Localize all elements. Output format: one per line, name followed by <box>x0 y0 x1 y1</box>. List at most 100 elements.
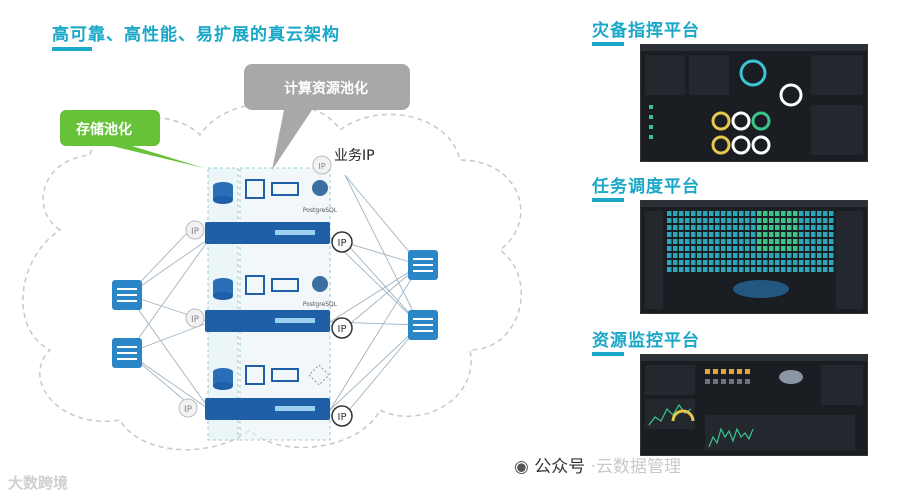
postgresql-icon <box>312 180 328 196</box>
task-cell <box>703 239 708 244</box>
task-cell <box>763 267 768 272</box>
svg-text:计算资源池化: 计算资源池化 <box>284 80 368 97</box>
task-cell <box>787 239 792 244</box>
task-cell <box>703 232 708 237</box>
task-cell <box>763 260 768 265</box>
ip-badge: IP <box>331 405 353 427</box>
task-cell <box>685 232 690 237</box>
watermark-right: ◉ 公众号 ·云数据管理 <box>514 452 681 477</box>
task-cell <box>703 211 708 216</box>
task-cell <box>721 218 726 223</box>
section-title: 任务调度平台 <box>592 177 700 197</box>
task-cell <box>673 225 678 230</box>
task-cell <box>715 239 720 244</box>
task-cell <box>745 211 750 216</box>
task-cell <box>733 218 738 223</box>
server-row-3: IP IP <box>178 364 353 427</box>
task-cell <box>739 225 744 230</box>
task-cell <box>757 232 762 237</box>
task-cell <box>751 232 756 237</box>
task-cell <box>679 211 684 216</box>
task-cell <box>715 225 720 230</box>
task-cell <box>685 218 690 223</box>
task-cell <box>667 246 672 251</box>
architecture-diagram: PostgreSQL IP IP IP PostgreSQL IP IP IP … <box>22 64 523 451</box>
task-cell <box>757 253 762 258</box>
task-cell <box>685 225 690 230</box>
task-cell <box>733 211 738 216</box>
storage-pool-column <box>207 167 239 441</box>
task-cell <box>799 218 804 223</box>
storage-disk-icon <box>213 278 233 300</box>
task-cell <box>739 232 744 237</box>
task-cell <box>697 225 702 230</box>
task-cell <box>679 225 684 230</box>
task-cell <box>793 239 798 244</box>
task-cell <box>745 239 750 244</box>
watermark-left: 大数跨境 <box>8 474 69 492</box>
task-cell <box>811 267 816 272</box>
task-cell <box>763 239 768 244</box>
switch-icon <box>408 250 438 280</box>
task-cell <box>673 218 678 223</box>
task-cell <box>673 246 678 251</box>
task-cell <box>817 246 822 251</box>
task-cell <box>685 239 690 244</box>
task-cell <box>757 218 762 223</box>
task-cell <box>763 218 768 223</box>
task-cell <box>751 218 756 223</box>
task-cell <box>769 246 774 251</box>
task-cell <box>715 260 720 265</box>
task-cell <box>823 232 828 237</box>
svg-text:IP: IP <box>338 324 347 335</box>
task-cell <box>799 239 804 244</box>
task-cell <box>721 211 726 216</box>
task-cell <box>727 211 732 216</box>
task-cell <box>769 211 774 216</box>
task-cell <box>733 246 738 251</box>
task-cell <box>757 260 762 265</box>
task-cell <box>775 267 780 272</box>
task-cell <box>829 232 834 237</box>
task-cell <box>805 211 810 216</box>
task-cell <box>757 225 762 230</box>
task-cell <box>793 260 798 265</box>
task-cell <box>823 253 828 258</box>
task-cell <box>715 253 720 258</box>
task-cell <box>691 246 696 251</box>
task-cell <box>775 239 780 244</box>
task-cell <box>805 267 810 272</box>
task-cell <box>691 232 696 237</box>
svg-text:存储池化: 存储池化 <box>76 121 132 138</box>
gauge-ring <box>731 111 751 131</box>
task-cell <box>727 232 732 237</box>
task-cell <box>787 225 792 230</box>
task-cell <box>751 211 756 216</box>
gauge-ring <box>739 59 767 87</box>
task-cell <box>673 260 678 265</box>
cpu-icon <box>245 275 265 295</box>
task-cell <box>721 232 726 237</box>
task-cell <box>787 246 792 251</box>
task-cell <box>733 239 738 244</box>
task-cell <box>799 232 804 237</box>
task-cell <box>733 267 738 272</box>
svg-text:IP: IP <box>318 162 325 171</box>
task-cell <box>817 239 822 244</box>
task-cell <box>775 211 780 216</box>
task-cell <box>799 267 804 272</box>
task-cell <box>829 225 834 230</box>
task-cell <box>745 267 750 272</box>
svg-text:IP: IP <box>191 227 200 237</box>
task-cell <box>757 239 762 244</box>
task-cell <box>691 225 696 230</box>
task-cell <box>769 260 774 265</box>
gauge-arc <box>671 409 695 422</box>
gauge-ring <box>711 135 731 155</box>
task-cell <box>787 218 792 223</box>
task-cell <box>769 232 774 237</box>
wechat-icon: ◉ <box>514 457 529 477</box>
task-cell <box>799 211 804 216</box>
compute-pool-column <box>239 167 331 441</box>
storage-pool-callout: 存储池化 <box>60 110 204 168</box>
